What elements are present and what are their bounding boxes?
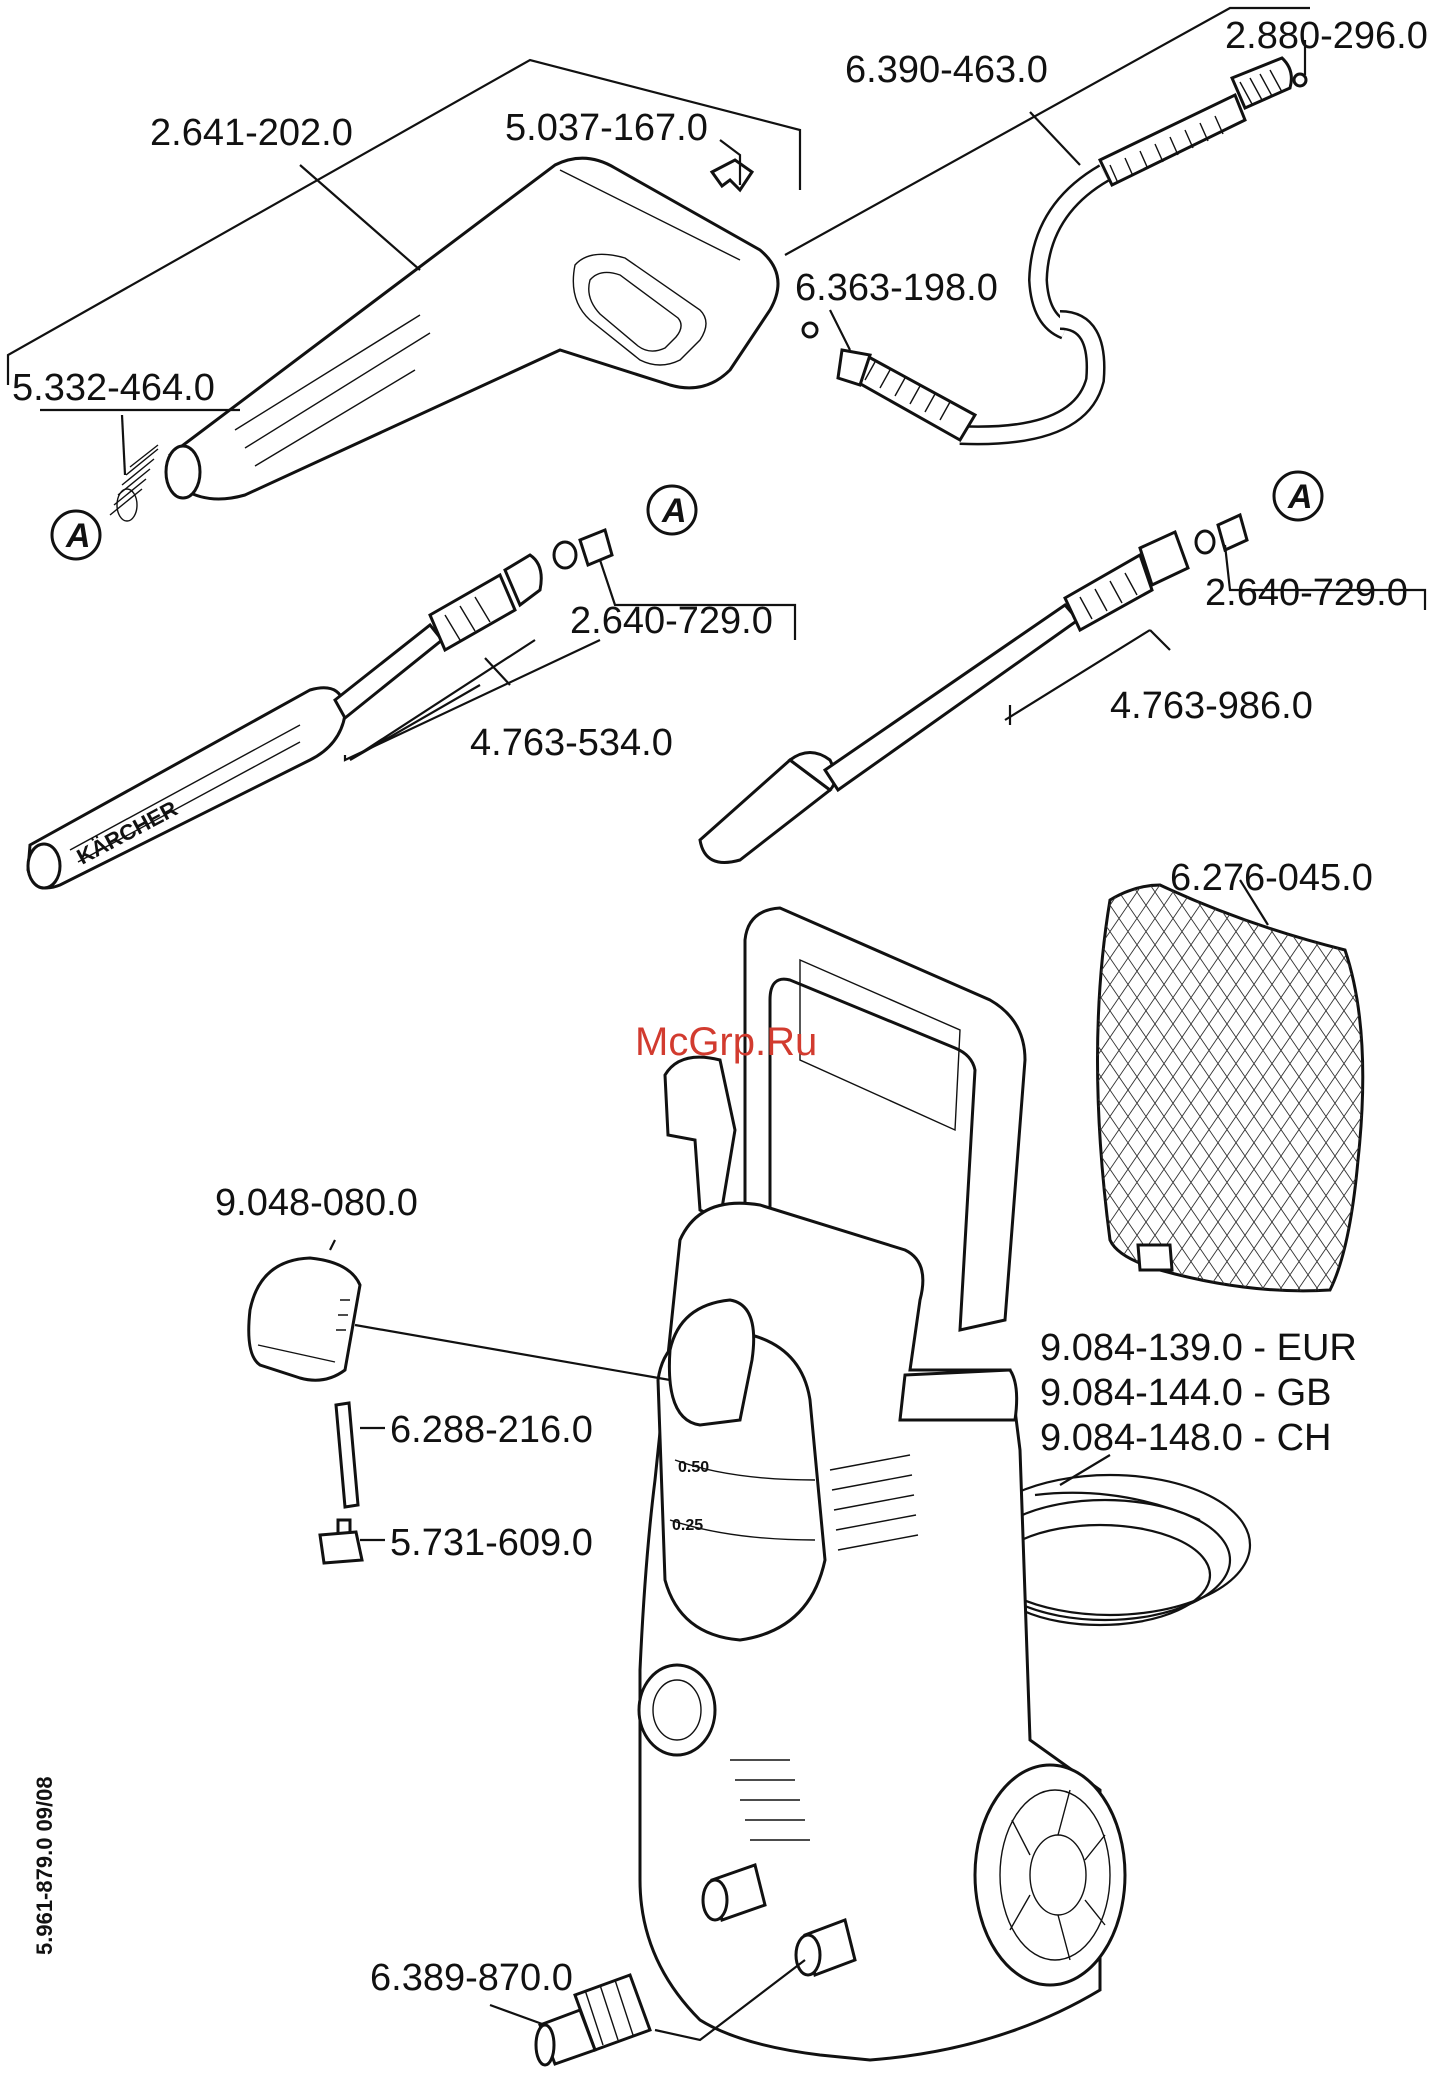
clip-drawing [712,160,752,190]
mesh-line [1374,870,1456,1310]
label-hose-assembly: 6.390-463.0 [845,49,1048,91]
label-water-coupling: 6.389-870.0 [370,1957,573,1999]
spring-drawing [110,445,158,521]
mesh-line [1410,870,1456,1310]
label-cable-ch: 9.084-148.0 - CH [1040,1417,1332,1459]
svg-text:0.25: 0.25 [672,1517,703,1534]
filter-mesh-drawing [420,870,1456,1310]
mesh-line [1428,870,1456,1310]
marker-circle-a-3: A [1274,472,1322,520]
trigger-gun-housing-drawing [166,158,778,499]
svg-text:0.50: 0.50 [678,1459,709,1476]
watermark: McGrp.Ru [635,1020,817,1064]
label-detergent-cap: 9.048-080.0 [215,1182,418,1224]
mesh-line [1392,870,1456,1310]
svg-text:A: A [661,492,687,530]
mesh-line [1392,870,1456,1310]
label-nozzle-connector-right: 2.640-729.0 [1205,572,1408,614]
label-cable-eur: 9.084-139.0 - EUR [1040,1327,1357,1369]
label-o-ring-top: 2.880-296.0 [1225,15,1428,57]
mesh-line [1356,870,1456,1310]
marker-circle-a-1: A [52,511,100,559]
label-cable-gb: 9.084-144.0 - GB [1040,1372,1332,1414]
document-reference: 5.961-879.0 09/08 [32,1776,57,1955]
label-detergent-tube: 6.288-216.0 [390,1409,593,1451]
vario-power-lance-drawing: KÄRCHER [28,530,612,888]
label-nozzle-connector-left: 2.640-729.0 [570,600,773,642]
label-filter-mesh: 6.276-045.0 [1170,857,1373,899]
label-clip: 5.037-167.0 [505,107,708,149]
mesh-line [1446,870,1456,1310]
mesh-line [1356,870,1456,1310]
mesh-line [1446,870,1456,1310]
svg-text:A: A [65,517,91,555]
detergent-filter-drawing [320,1520,362,1563]
label-dirt-blaster-lance: 4.763-986.0 [1110,685,1313,727]
label-detergent-filter: 5.731-609.0 [390,1522,593,1564]
label-o-ring-hose: 6.363-198.0 [795,267,998,309]
detergent-tube-drawing [336,1403,358,1507]
detergent-cap-drawing [249,1258,360,1380]
marker-circle-a-2: A [648,486,696,534]
label-vario-lance: 4.763-534.0 [470,722,673,764]
label-trigger-gun-housing: 2.641-202.0 [150,112,353,154]
mesh-line [1410,870,1456,1310]
high-pressure-hose-drawing [803,58,1306,440]
label-spring: 5.332-464.0 [12,367,215,409]
svg-text:A: A [1287,478,1313,516]
mesh-line [1374,870,1456,1310]
mesh-line [1428,870,1456,1310]
